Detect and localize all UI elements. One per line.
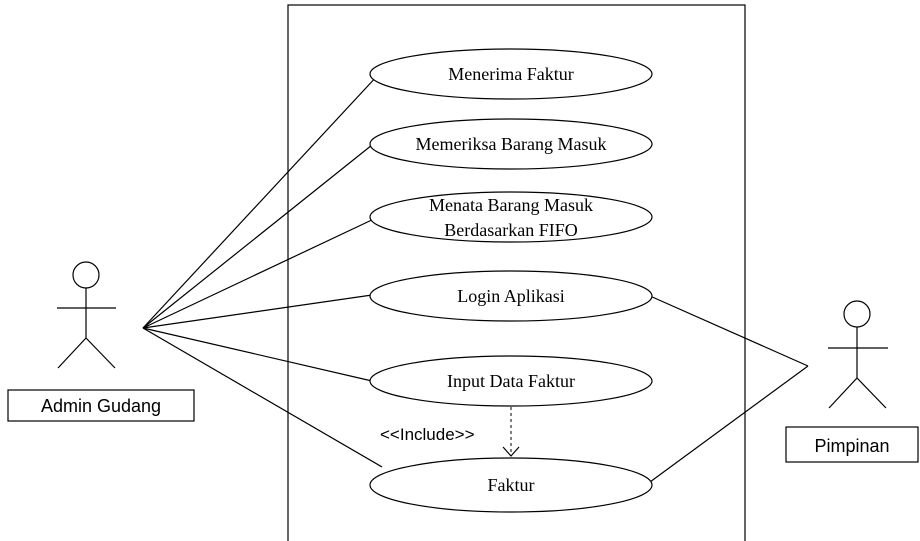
use-case-label: Input Data Faktur (447, 371, 575, 391)
admin-associations (142, 74, 383, 468)
assoc-admin-login (142, 294, 373, 329)
use-case-menata-barang-masuk[interactable]: Menata Barang Masuk Berdasarkan FIFO (369, 191, 653, 243)
assoc-admin-input-data (142, 327, 373, 382)
use-case-login-aplikasi[interactable]: Login Aplikasi (369, 270, 653, 322)
use-case-label: Menerima Faktur (448, 64, 573, 84)
use-case-input-data-faktur[interactable]: Input Data Faktur (369, 355, 653, 407)
actor-pimpinan[interactable]: Pimpinan (785, 300, 919, 463)
actor-label-box (7, 389, 195, 422)
assoc-admin-faktur (142, 327, 383, 468)
use-case-label: Login Aplikasi (457, 286, 565, 306)
use-case-label: Memeriksa Barang Masuk (416, 134, 607, 154)
use-case-memeriksa-barang-masuk[interactable]: Memeriksa Barang Masuk (369, 118, 653, 170)
use-case-faktur[interactable]: Faktur (369, 457, 653, 513)
assoc-pimpinan-login (649, 295, 809, 367)
actor-label: Admin Gudang (41, 396, 161, 416)
assoc-admin-memeriksa-barang (142, 144, 373, 329)
stick-figure-icon (57, 261, 116, 369)
actor-label: Pimpinan (814, 436, 889, 456)
stick-figure-icon (828, 300, 888, 409)
use-case-label: Faktur (488, 475, 535, 495)
include-arrowhead (502, 446, 520, 457)
use-case-label-line2: Berdasarkan FIFO (444, 220, 577, 240)
use-case-menerima-faktur[interactable]: Menerima Faktur (369, 48, 653, 100)
actor-label-box (785, 426, 919, 463)
use-case-label-line1: Menata Barang Masuk (429, 195, 593, 215)
actor-admin-gudang[interactable]: Admin Gudang (7, 261, 195, 422)
assoc-pimpinan-faktur (649, 365, 809, 483)
assoc-admin-menerima-faktur (142, 74, 379, 329)
assoc-admin-menata-barang (142, 217, 377, 329)
pimpinan-associations (649, 295, 809, 483)
system-boundary (287, 4, 746, 541)
include-relationship: <<Include>> (380, 407, 520, 457)
include-label: <<Include>> (380, 425, 475, 444)
